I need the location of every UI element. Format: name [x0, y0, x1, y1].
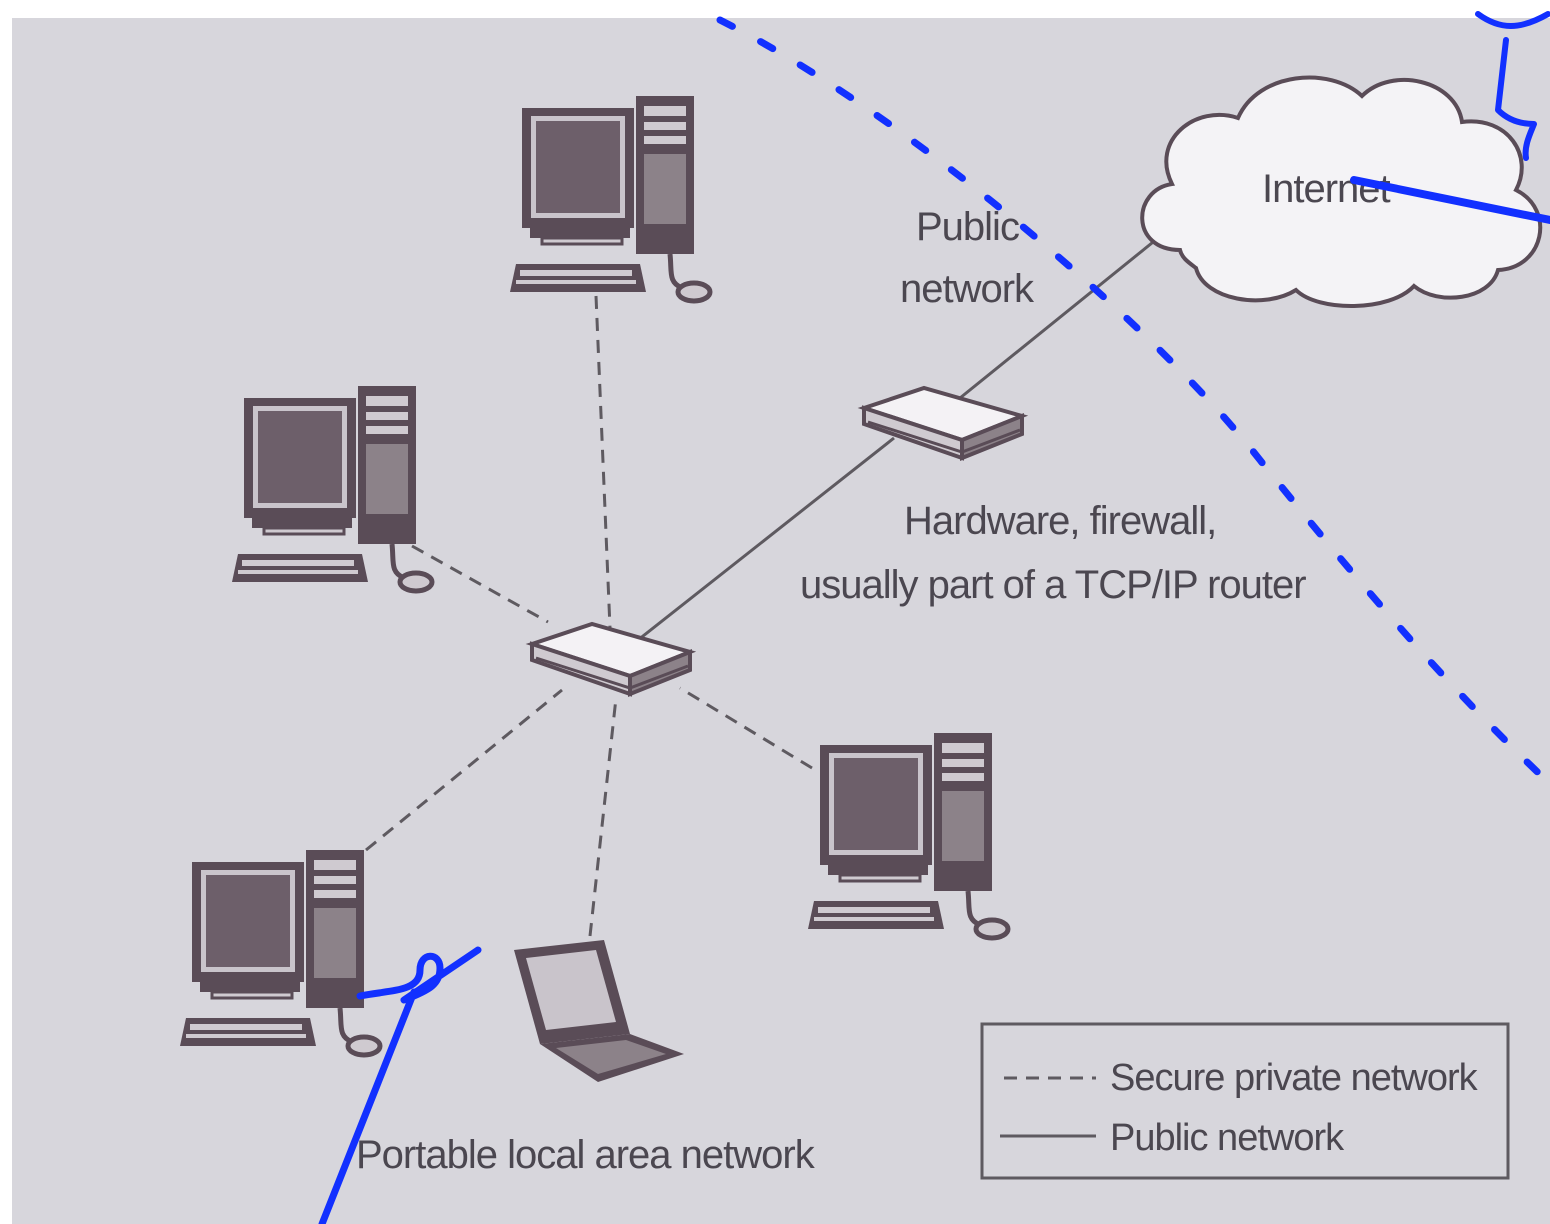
laptop-computer-icon — [514, 940, 684, 1082]
handwritten-annotations — [318, 11, 1550, 1224]
link-pc-top — [594, 295, 612, 629]
firewall-label-line2: usually part of a TCP/IP router — [800, 563, 1306, 607]
legend: Secure private network Public network — [980, 1022, 1510, 1180]
annotation-squiggle-right — [1495, 37, 1537, 161]
internet-cloud: Internet — [1140, 75, 1543, 308]
public-network-label-line1: Public — [916, 205, 1019, 249]
public-links — [637, 228, 1169, 642]
secure-private-links — [365, 295, 813, 937]
link-pc-bottom-left — [365, 688, 563, 852]
annotation-scribble — [318, 946, 482, 1224]
legend-item-secure: Secure private network — [1110, 1057, 1479, 1099]
firewall-label-line1: Hardware, firewall, — [904, 499, 1216, 543]
annotation-squiggle-top — [1475, 11, 1550, 29]
link-hub-firewall — [637, 436, 895, 642]
link-pc-mid-left — [411, 544, 549, 624]
public-network-label-line2: network — [900, 267, 1035, 311]
link-firewall-internet — [959, 228, 1169, 400]
internet-label: Internet — [1262, 167, 1391, 211]
legend-item-public: Public network — [1110, 1117, 1345, 1159]
legend-box — [980, 1022, 1510, 1180]
annotation-dashed-boundary — [716, 16, 1550, 786]
link-pc-right — [679, 686, 813, 770]
portable-lan-label: Portable local area network — [356, 1133, 816, 1177]
link-laptop — [588, 697, 618, 937]
annotation-arrow — [1350, 176, 1550, 224]
